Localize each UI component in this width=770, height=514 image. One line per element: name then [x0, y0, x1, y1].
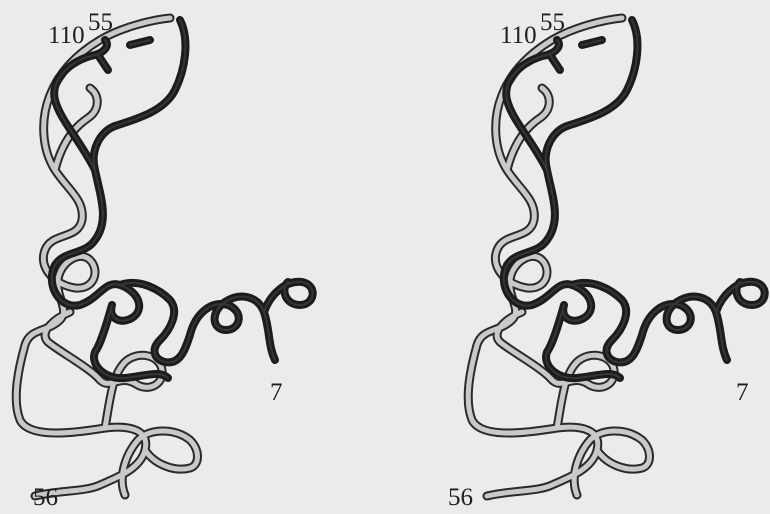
label-residue-7: 7 [736, 379, 749, 406]
label-residue-56: 56 [448, 484, 473, 511]
label-residue-110: 110 [500, 22, 537, 49]
right-stereo-panel: 110 55 7 56 [448, 9, 765, 511]
label-residue-55: 55 [88, 9, 113, 36]
label-residue-55: 55 [540, 9, 565, 36]
dark-backbone-trace [52, 20, 313, 378]
label-residue-56: 56 [33, 484, 58, 511]
left-stereo-panel: 110 55 7 56 [16, 9, 313, 511]
label-residue-7: 7 [270, 379, 283, 406]
dark-backbone-trace [504, 20, 765, 378]
light-backbone-trace [468, 18, 649, 496]
light-backbone-trace [16, 18, 197, 496]
label-residue-110: 110 [48, 22, 85, 49]
